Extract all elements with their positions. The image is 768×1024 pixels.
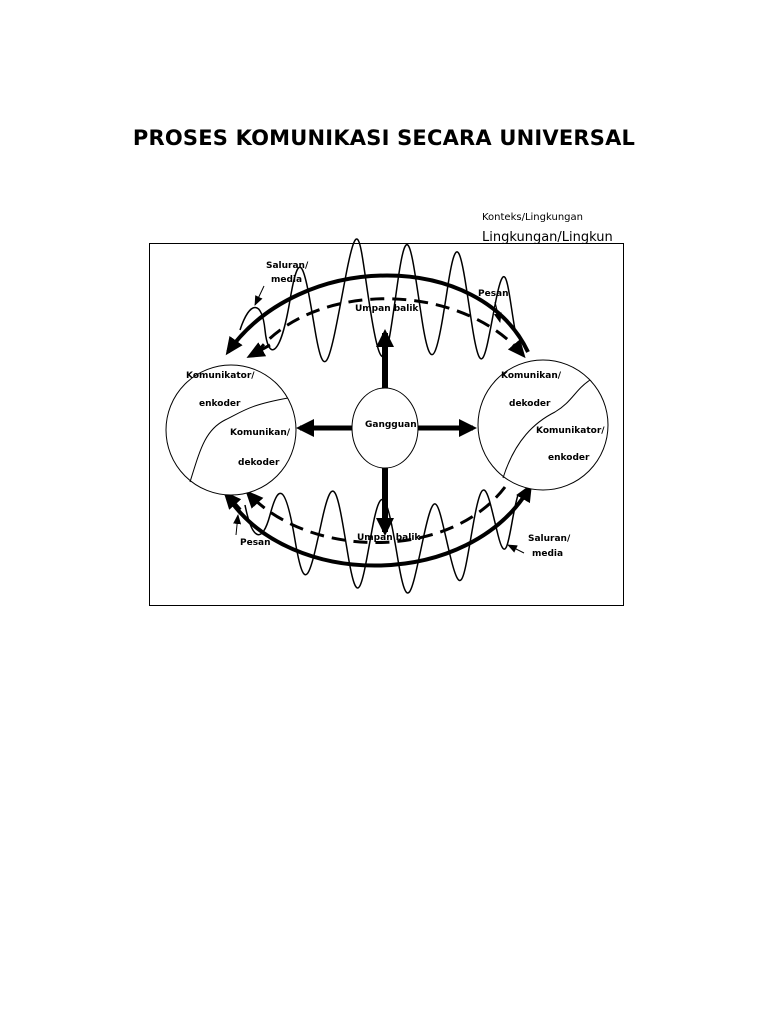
right-participant-circle — [477, 359, 609, 491]
pointer-message-top — [493, 301, 502, 323]
right-circle-divider — [502, 379, 591, 479]
pointer-channel-bottom — [507, 544, 525, 554]
label-message-top: Pesan — [478, 289, 509, 299]
label-message-bottom: Pesan — [240, 538, 271, 548]
top-dashed-arc-return-head — [246, 342, 271, 358]
bottom-solid-arc — [226, 483, 533, 568]
right-circle-bottom-1: Komunikator/ — [536, 426, 605, 436]
label-feedback-top: Umpan balik — [355, 304, 419, 314]
left-circle-bottom-1: Komunikan/ — [230, 428, 291, 438]
pointer-message-bottom — [233, 514, 242, 536]
bottom-dashed-arc — [245, 486, 507, 544]
pointer-channel-top — [254, 285, 265, 306]
left-circle-top-1: Komunikator/ — [186, 371, 255, 381]
right-circle-bottom-2: enkoder — [548, 453, 590, 463]
left-circle-top-2: enkoder — [199, 399, 241, 409]
context-clipped-label: Lingkungan/Lingkunga — [482, 230, 612, 243]
right-circle-top-1: Komunikan/ — [501, 371, 562, 381]
context-label: Konteks/Lingkungan — [482, 212, 583, 223]
label-channel-bottom-1: Saluran/ — [528, 534, 571, 544]
label-channel-bottom-2: media — [532, 549, 563, 559]
bottom-wavy-channel — [244, 489, 519, 594]
bottom-solid-arc-start-head — [223, 490, 242, 512]
left-circle-bottom-2: dekoder — [238, 458, 280, 468]
label-channel-top-2: media — [271, 275, 302, 285]
environment-frame — [149, 243, 624, 606]
left-circle-divider — [189, 397, 289, 483]
noise-label: Gangguan — [365, 420, 417, 430]
label-channel-top-1: Saluran/ — [266, 261, 309, 271]
page-title: PROSES KOMUNIKASI SECARA UNIVERSAL — [132, 126, 636, 150]
label-feedback-bottom: Umpan balik — [357, 533, 421, 543]
right-circle-top-2: dekoder — [509, 399, 551, 409]
